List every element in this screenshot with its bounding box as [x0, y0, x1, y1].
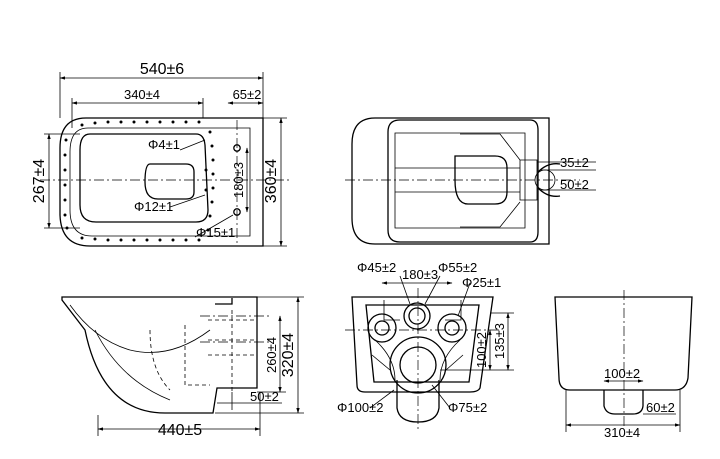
dim-front-spigot-height: 60±2 [646, 400, 675, 415]
dim-hole-spacing: 180±3 [231, 162, 246, 198]
dim-hole-small: Φ4±1 [148, 137, 180, 152]
dim-hole-large: Φ15±1 [196, 225, 235, 240]
dim-rear-bolt-hole: Φ25±1 [462, 275, 501, 290]
dim-side-outlet-height: 260±4 [264, 337, 279, 373]
dim-rear-height-b: 135±3 [492, 323, 507, 359]
dim-rear-height-a: 100±2 [474, 332, 489, 368]
dim-side-overall-height: 320±4 [280, 333, 297, 377]
dim-overall-width: 360±4 [263, 159, 280, 203]
bottom-view: 35±2 50±2 [345, 117, 596, 245]
top-view: 540±6 340±4 65±2 267±4 360±4 Φ4±1 Φ12±1 … [31, 61, 290, 247]
dim-rear-outlet-outer: Φ100±2 [337, 400, 383, 415]
dim-rear-outlet-inner: Φ75±2 [448, 400, 487, 415]
front-view: 100±2 60±2 310±4 [554, 290, 693, 440]
dim-side-depth: 440±5 [158, 422, 202, 439]
dim-rear-inlet: Φ45±2 [357, 260, 396, 275]
dim-rear-bolt-spacing: 180±3 [402, 267, 438, 282]
rim-dots [63, 120, 215, 242]
dim-bowl-length: 340±4 [124, 87, 160, 102]
dim-front-width: 310±4 [604, 425, 640, 440]
side-view: 440±5 260±4 320±4 50±2 [61, 296, 304, 439]
dim-overall-length: 540±6 [140, 61, 184, 78]
dim-side-outlet-offset: 50±2 [250, 389, 279, 404]
rear-view: Φ45±2 180±3 Φ55±2 Φ25±1 100±2 135±3 Φ100… [337, 260, 514, 430]
dim-hole-medium: Φ12±1 [134, 199, 173, 214]
dim-bottom-a: 35±2 [560, 155, 589, 170]
dim-front-spigot-width: 100±2 [604, 366, 640, 381]
dim-bowl-width: 267±4 [31, 159, 48, 203]
dim-rear-inlet-outer: Φ55±2 [438, 260, 477, 275]
dim-bottom-b: 50±2 [560, 177, 589, 192]
dim-rear-offset: 65±2 [233, 87, 262, 102]
